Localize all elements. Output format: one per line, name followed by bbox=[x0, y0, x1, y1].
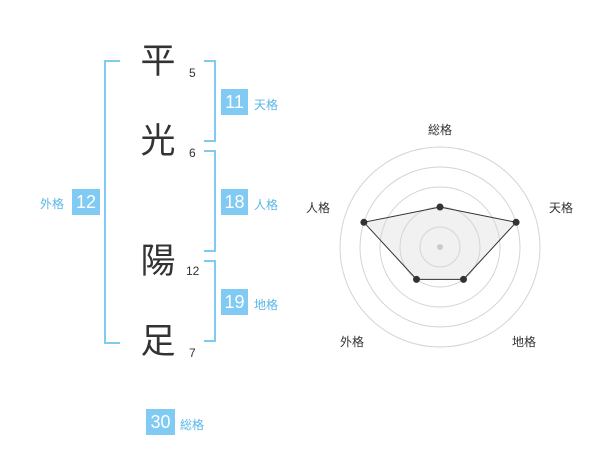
stroke-count-1: 5 bbox=[189, 66, 196, 80]
name-char-4: 足 bbox=[140, 322, 176, 362]
name-char-3: 陽 bbox=[140, 242, 176, 282]
soukaku-label: 総格 bbox=[180, 418, 205, 432]
stroke-count-3: 12 bbox=[186, 264, 200, 278]
radar-point-2 bbox=[512, 218, 520, 226]
radar-point-5 bbox=[360, 218, 368, 226]
radar-ring-5 bbox=[339, 146, 541, 348]
chikaku-value-badge: 19 bbox=[221, 289, 248, 315]
chikaku-bracket bbox=[204, 260, 216, 342]
radar-center-dot bbox=[437, 244, 443, 250]
radar-axis-label-gaikaku: 外格 bbox=[340, 334, 364, 349]
jinkaku-value-badge: 18 bbox=[221, 189, 248, 215]
radar-axis-label-soukaku: 総格 bbox=[428, 122, 452, 137]
radar-data-polygon bbox=[362, 206, 518, 280]
radar-ring-1 bbox=[419, 226, 461, 268]
gaikaku-value-badge: 12 bbox=[72, 189, 100, 215]
stroke-count-4: 7 bbox=[189, 346, 196, 360]
radar-ring-3 bbox=[379, 186, 501, 308]
jinkaku-label: 人格 bbox=[254, 198, 279, 212]
radar-point-4 bbox=[413, 275, 420, 283]
radar-axis-label-jinkaku: 人格 bbox=[306, 200, 330, 215]
soukaku-value-badge: 30 bbox=[146, 409, 175, 435]
gaikaku-bracket bbox=[104, 60, 120, 344]
radar-point-3 bbox=[460, 275, 467, 283]
radar-point-1 bbox=[436, 203, 444, 211]
radar-ring-4 bbox=[359, 166, 521, 328]
tenkaku-bracket bbox=[204, 60, 216, 142]
tenkaku-value-badge: 11 bbox=[221, 89, 248, 115]
radar-axis-label-tenkaku: 天格 bbox=[549, 200, 573, 215]
name-char-2: 光 bbox=[140, 122, 176, 162]
chikaku-label: 地格 bbox=[254, 298, 279, 312]
stroke-count-2: 6 bbox=[189, 146, 196, 160]
jinkaku-bracket bbox=[204, 150, 216, 252]
radar-axis-label-chikaku: 地格 bbox=[512, 334, 536, 349]
name-char-1: 平 bbox=[140, 42, 176, 82]
gaikaku-label: 外格 bbox=[40, 197, 65, 211]
tenkaku-label: 天格 bbox=[254, 98, 279, 112]
